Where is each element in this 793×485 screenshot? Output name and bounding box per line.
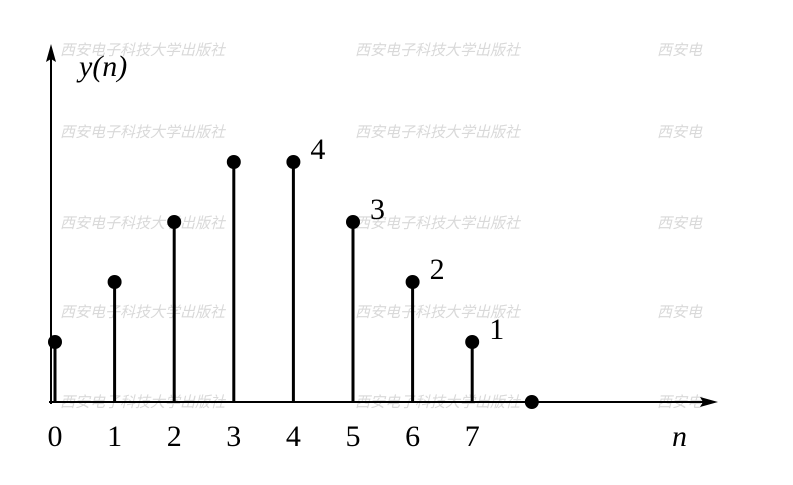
stem-point [346,215,360,229]
x-tick-label: 0 [48,420,63,453]
watermark-text: 西安电子科技大学出版社 [60,303,227,321]
watermark-text: 西安电 [657,123,703,141]
stem-point [226,155,241,169]
y-axis-label: y(n) [76,50,127,83]
watermark-text: 西安电 [657,41,703,59]
watermark-text: 西安电子科技大学出版社 [355,303,522,321]
stem-point [167,215,182,229]
x-tick-label: 1 [107,420,122,453]
watermark-text: 西安电子科技大学出版社 [355,41,522,59]
watermark-text: 西安电 [657,303,703,321]
watermark-layer: 西安电子科技大学出版社西安电子科技大学出版社西安电西安电子科技大学出版社西安电子… [60,41,703,411]
stem-point [405,275,420,289]
watermark-text: 西安电子科技大学出版社 [60,214,227,232]
watermark-text: 西安电子科技大学出版社 [60,123,227,141]
x-tick-label: 7 [465,420,480,453]
stem-point [465,335,480,349]
stem-point [48,335,62,349]
x-tick-label: 2 [167,420,182,453]
x-tick-label: 6 [405,420,420,453]
stem-point [524,395,539,409]
watermark-text: 西安电子科技大学出版社 [355,214,522,232]
x-tick-label: 5 [346,420,361,453]
data-label: 1 [489,313,504,346]
data-label: 3 [370,193,385,226]
stem-point [107,275,122,289]
y-axis-arrow [46,44,56,62]
x-tick-label: 4 [286,420,301,453]
data-label: 4 [310,133,325,166]
x-axis-arrow [700,397,718,407]
x-tick-label: 3 [226,420,241,453]
watermark-text: 西安电子科技大学出版社 [355,123,522,141]
data-label: 2 [430,253,445,286]
watermark-text: 西安电 [657,214,703,232]
watermark-text: 西安电子科技大学出版社 [60,41,227,59]
x-axis-label: n [672,420,687,453]
stem-point [286,155,301,169]
